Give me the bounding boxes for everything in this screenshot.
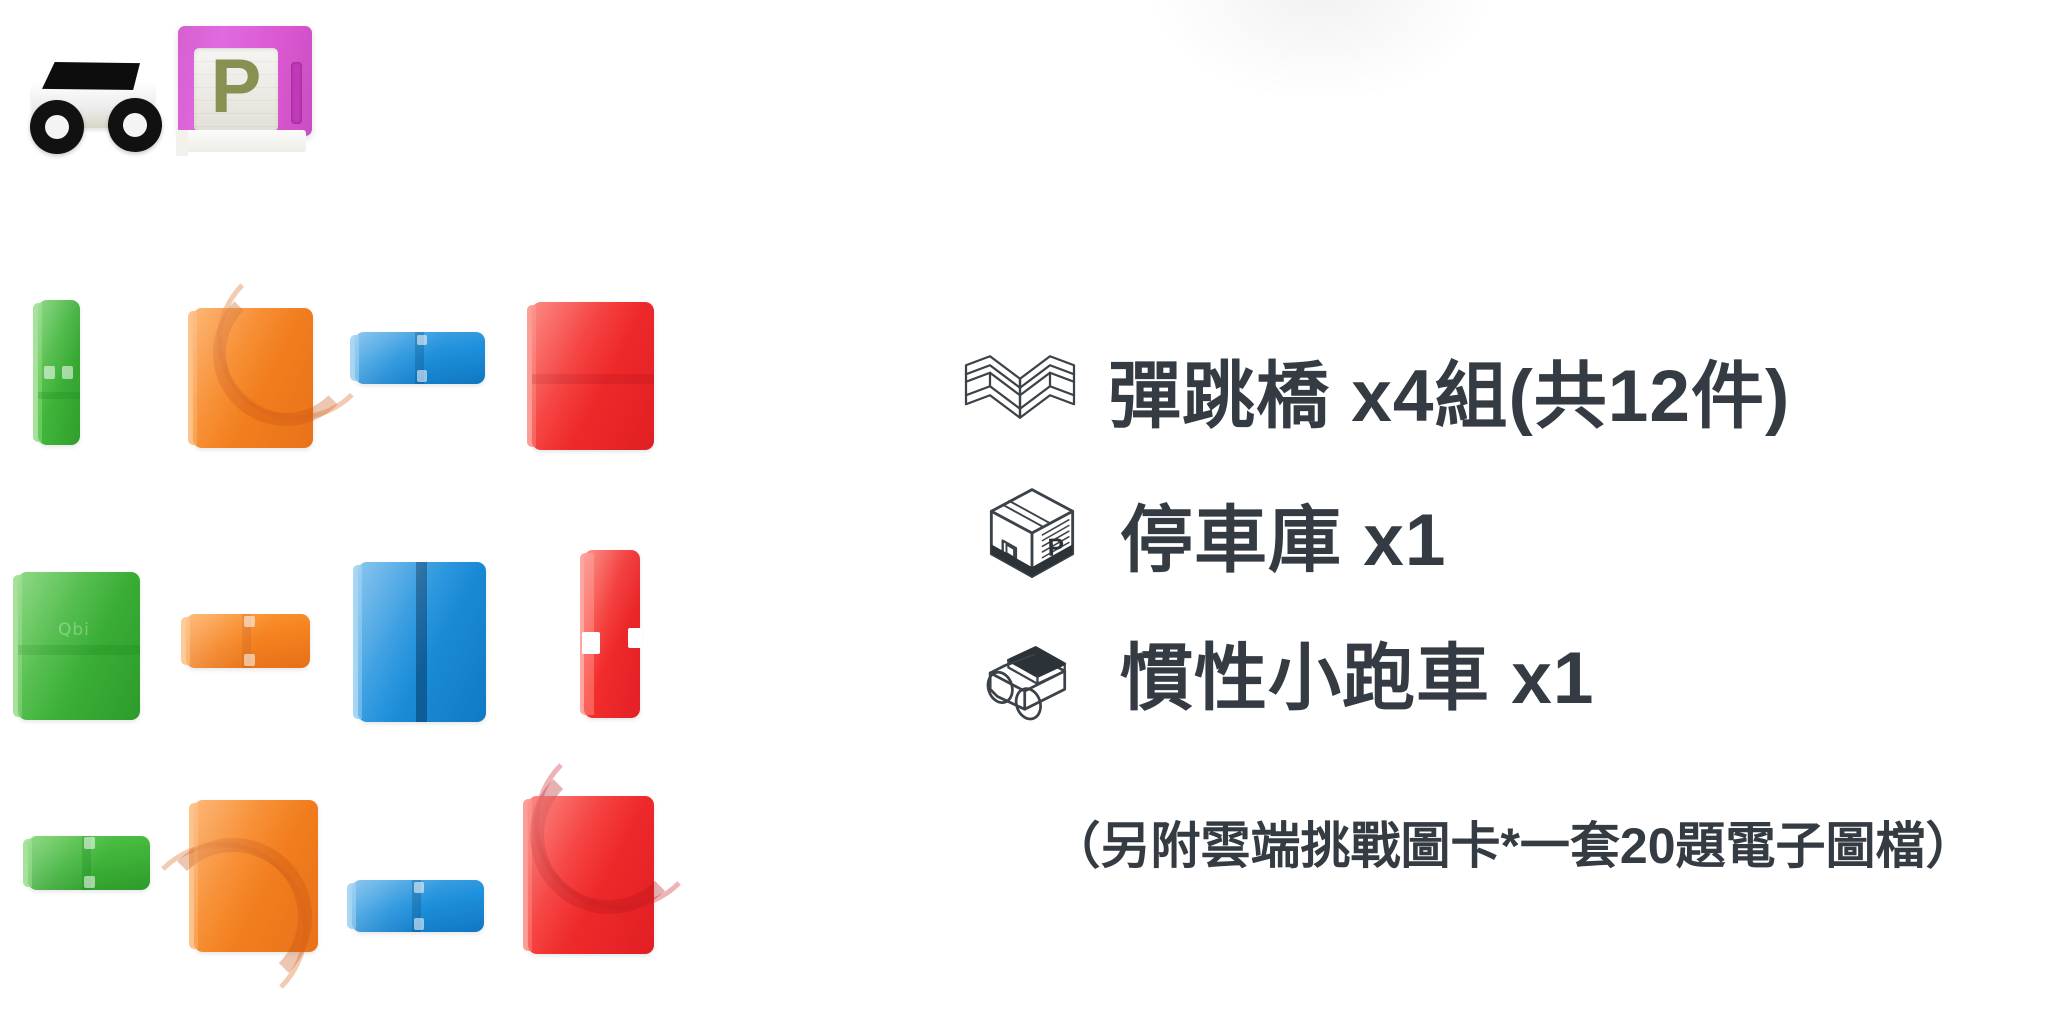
garage-door-ribs: [194, 48, 278, 130]
block-notch: [62, 366, 73, 379]
block-groove: [82, 836, 91, 890]
car-wheel-front: [108, 98, 162, 152]
block-green-horizontal-bar: [23, 836, 150, 890]
block-arc-track-outer: [217, 260, 377, 420]
block-edge: [523, 799, 532, 951]
block-edge: [527, 305, 536, 447]
block-notch: [417, 335, 427, 345]
block-fold-line: [18, 645, 140, 655]
spec-item-parking-garage: P 停車庫 x1: [972, 480, 1446, 588]
block-notch: [44, 366, 55, 379]
spec-label-inertia-car: 慣性小跑車 x1: [1120, 638, 1595, 719]
product-photo-area: P: [0, 0, 960, 1018]
block-red-square-folded: [527, 302, 654, 450]
block-green-square-folded: Qbi: [13, 572, 140, 720]
car-wheel-rear: [30, 100, 84, 154]
photo-parking-garage: P: [176, 26, 312, 156]
block-edge: [188, 311, 197, 445]
block-edge: [350, 335, 359, 381]
block-fold-line: [416, 562, 427, 722]
block-groove: [412, 880, 421, 932]
spec-label-parking-garage: 停車庫 x1: [1120, 500, 1447, 581]
garage-foot-tab: [176, 130, 188, 156]
block-edge: [181, 617, 190, 665]
block-orange-horizontal-bar: [181, 614, 310, 668]
block-notch: [582, 632, 600, 654]
block-edge: [23, 839, 32, 887]
block-groove: [415, 332, 424, 384]
spec-list: 彈跳橋 x4組(共12件): [960, 0, 2066, 1018]
car-roof: [42, 62, 140, 90]
garage-door-panel: P: [194, 48, 278, 130]
block-orange-square-curve-2: [136, 800, 318, 1014]
spec-label-bounce-bridge: 彈跳橋 x4組(共12件): [1108, 356, 1791, 437]
block-arc-track-outer: [534, 738, 706, 910]
block-red-square-curve: [523, 738, 706, 954]
spec-item-inertia-car: 慣性小跑車 x1: [972, 618, 1594, 726]
block-orange-square-curve: [188, 260, 377, 448]
block-notch: [84, 876, 95, 888]
spec-footnote: （另附雲端挑戰圖卡*一套20題電子圖檔）: [1050, 818, 1976, 874]
block-edge: [347, 883, 356, 929]
block-notch: [414, 918, 424, 930]
garage-base: [184, 130, 306, 152]
block-edge: [353, 565, 362, 719]
block-edge: [13, 575, 22, 717]
block-blue-horizontal-bar-2: [347, 880, 484, 932]
photo-inertia-sports-car: [26, 38, 168, 156]
garage-side-slot: [291, 62, 302, 124]
garage-letter-p: P: [210, 48, 262, 130]
block-fold-line: [532, 374, 654, 384]
block-notch: [244, 616, 255, 627]
block-notch: [84, 837, 95, 849]
block-notch: [628, 628, 642, 648]
block-groove: [242, 614, 251, 668]
block-groove: [38, 392, 80, 399]
block-red-vertical-bar: [580, 550, 642, 718]
block-edge: [33, 303, 42, 442]
inertia-car-icon: [972, 618, 1092, 726]
block-green-thin-bar: [33, 300, 80, 445]
block-notch: [414, 882, 424, 893]
block-arc-track-outer: [136, 842, 308, 1014]
spec-item-bounce-bridge: 彈跳橋 x4組(共12件): [960, 336, 1790, 444]
svg-text:P: P: [1047, 534, 1064, 562]
block-notch: [244, 654, 255, 666]
block-notch: [417, 370, 427, 382]
parking-garage-icon: P: [972, 480, 1092, 588]
block-blue-horizontal-bar: [350, 332, 485, 384]
bounce-bridge-icon: [960, 336, 1080, 444]
block-blue-square-folded: [353, 562, 486, 722]
block-brand-emboss: Qbi: [58, 620, 90, 640]
